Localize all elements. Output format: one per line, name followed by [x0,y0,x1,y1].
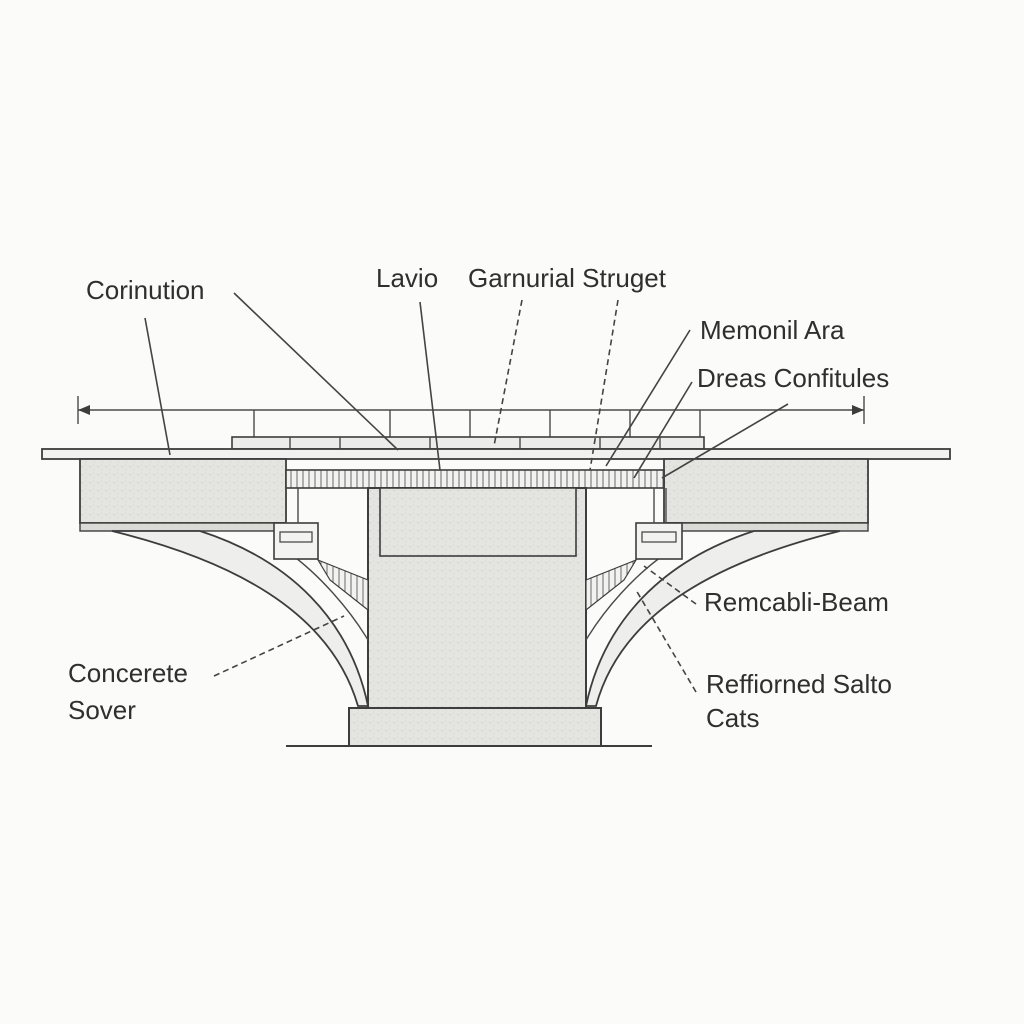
label-garnurial-struget: Garnurial Struget [468,263,667,293]
bearing-layer [285,469,665,489]
leader-lines [144,292,789,693]
label-concerete: Concerete [68,658,188,688]
left-girder [79,458,287,532]
label-reffiorned-salto: Reffiorned Salto [706,669,892,699]
left-bracket [273,488,369,612]
deck-railing [253,410,701,440]
central-pier [367,487,587,709]
raised-deck-strip [231,436,705,450]
right-bracket [585,488,683,612]
label-lavio: Lavio [376,263,438,293]
label-memonil-ara: Memonil Ara [700,315,845,345]
pier-footing [286,707,652,747]
label-corinution: Corinution [86,275,205,305]
label-remcabli-beam: Remcabli-Beam [704,587,889,617]
dimension-line [77,396,865,424]
right-girder [663,458,869,532]
deck-slab [41,448,951,460]
label-dreas-confitules: Dreas Confitules [697,363,889,393]
label-cats: Cats [706,703,759,733]
right-curved-strut [584,530,841,707]
label-sover: Sover [68,695,136,725]
